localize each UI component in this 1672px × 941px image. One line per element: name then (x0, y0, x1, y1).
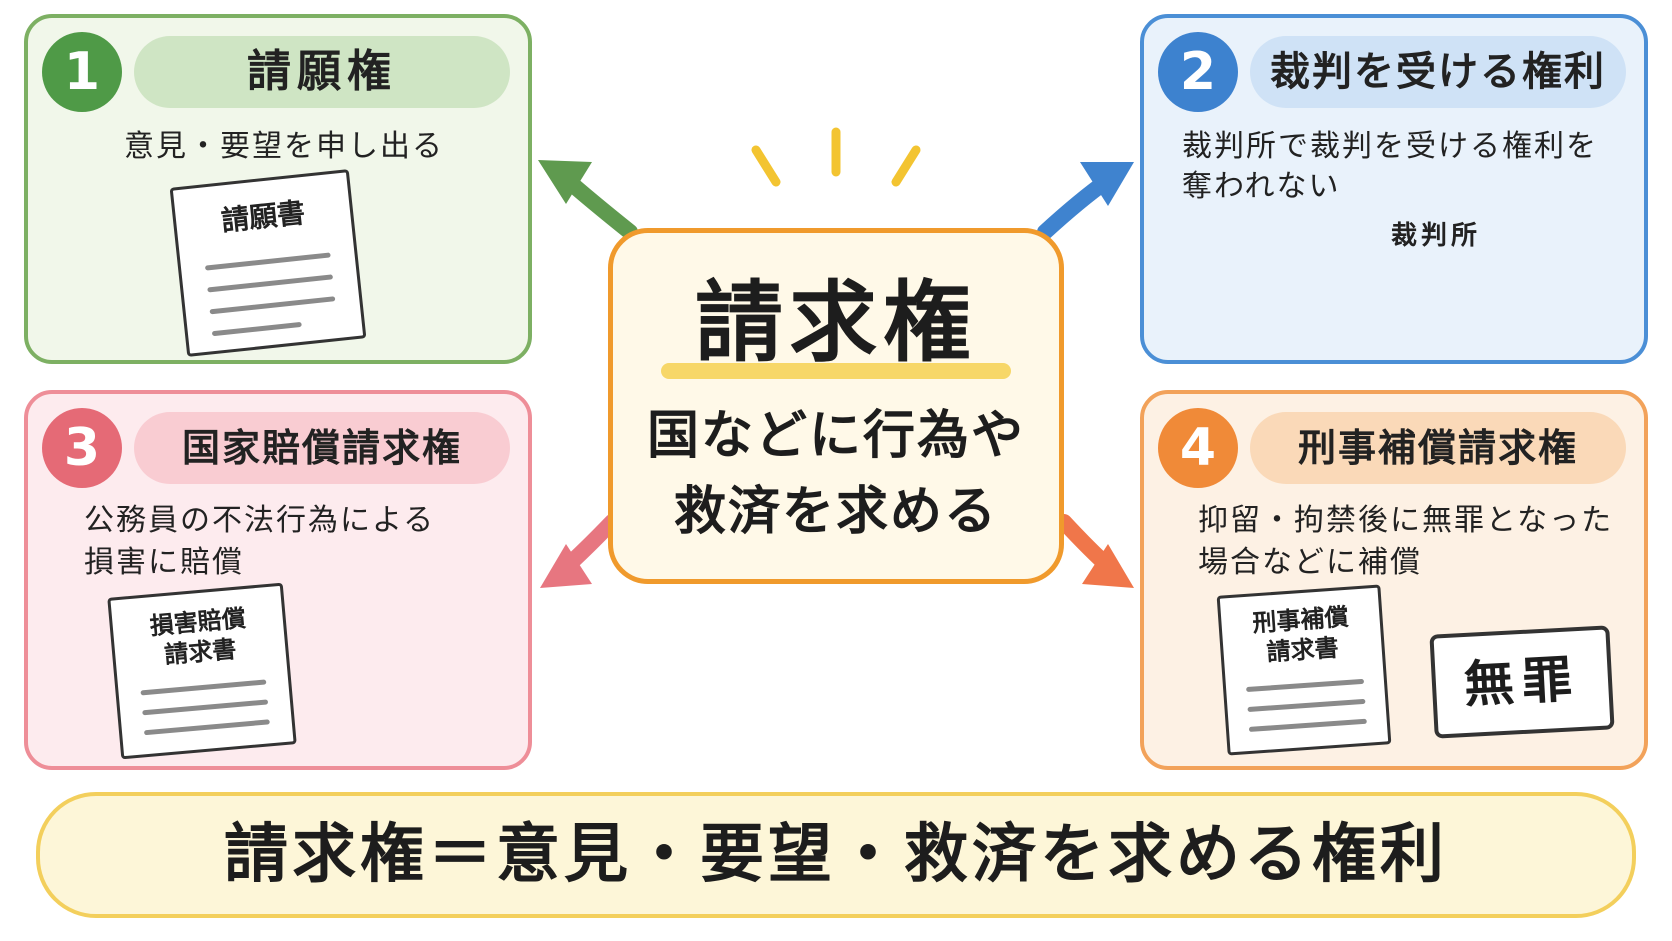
arrow-icon-to-card-1 (538, 160, 638, 240)
document-line (207, 274, 334, 293)
title-underline (661, 363, 1011, 379)
card-number-badge: 4 (1158, 408, 1238, 488)
document-line (211, 321, 302, 337)
document-line (142, 699, 269, 716)
card-description-line1: 公務員の不法行為による (84, 503, 436, 538)
summary-banner: 請求権＝意見・要望・救済を求める権利 (36, 792, 1636, 918)
card-description-line1: 裁判所で裁判を受ける権利を (1182, 129, 1598, 164)
sparkle-icon-center (751, 127, 921, 187)
center-subtitle-line1: 国などに行為や (646, 406, 1025, 466)
document-line (140, 679, 267, 696)
card-state-compensation-right: 3 国家賠償請求権 公務員の不法行為による 損害に賠償 損害賠償 請求書 (24, 390, 532, 770)
center-title: 請求権 (694, 271, 977, 374)
courthouse-label: 裁判所 (1390, 221, 1481, 251)
document-title: 請願書 (219, 195, 307, 238)
document-line (209, 296, 336, 315)
document-icon: 請願書 (169, 169, 367, 357)
document-icon: 刑事補償 請求書 (1216, 584, 1392, 756)
center-concept-box: 請求権 国などに行為や 救済を求める (608, 228, 1064, 584)
arrow-icon-to-card-2 (1037, 162, 1134, 240)
document-line (1246, 678, 1365, 693)
card-description-line2: 場合などに補償 (1198, 545, 1422, 580)
document-icon: 損害賠償 請求書 (107, 582, 297, 760)
center-subtitle-line2: 救済を求める (673, 482, 998, 542)
card-description-line2: 損害に賠償 (84, 545, 244, 580)
acquittal-sign: 無罪 (1429, 625, 1615, 739)
card-title: 国家賠償請求権 (134, 412, 510, 484)
center-subtitle: 国などに行為や 救済を求める (613, 398, 1059, 550)
card-description-line1: 抑留・拘禁後に無罪となった (1198, 503, 1614, 538)
document-line (204, 252, 331, 271)
card-trial-right: 2 裁判を受ける権利 裁判所で裁判を受ける権利を 奪われない (1140, 14, 1648, 364)
card-title: 刑事補償請求権 (1250, 412, 1626, 484)
card-number-badge: 2 (1158, 32, 1238, 112)
document-line (1247, 698, 1366, 713)
summary-text: 請求権＝意見・要望・救済を求める権利 (224, 818, 1448, 892)
document-line (1248, 718, 1367, 732)
card-description: 意見・要望を申し出る (124, 129, 444, 164)
card-number-badge: 3 (42, 408, 122, 488)
arrow-icon-to-card-4 (1056, 514, 1134, 588)
card-description-line2: 奪われない (1182, 169, 1341, 204)
card-petition-right: 1 請願権 意見・要望を申し出る 請願書 (24, 14, 532, 364)
document-line (143, 719, 270, 736)
card-title: 請願権 (134, 36, 510, 108)
arrow-icon-to-card-3 (540, 514, 620, 588)
card-number-badge: 1 (42, 32, 122, 112)
card-title: 裁判を受ける権利 (1250, 36, 1626, 108)
